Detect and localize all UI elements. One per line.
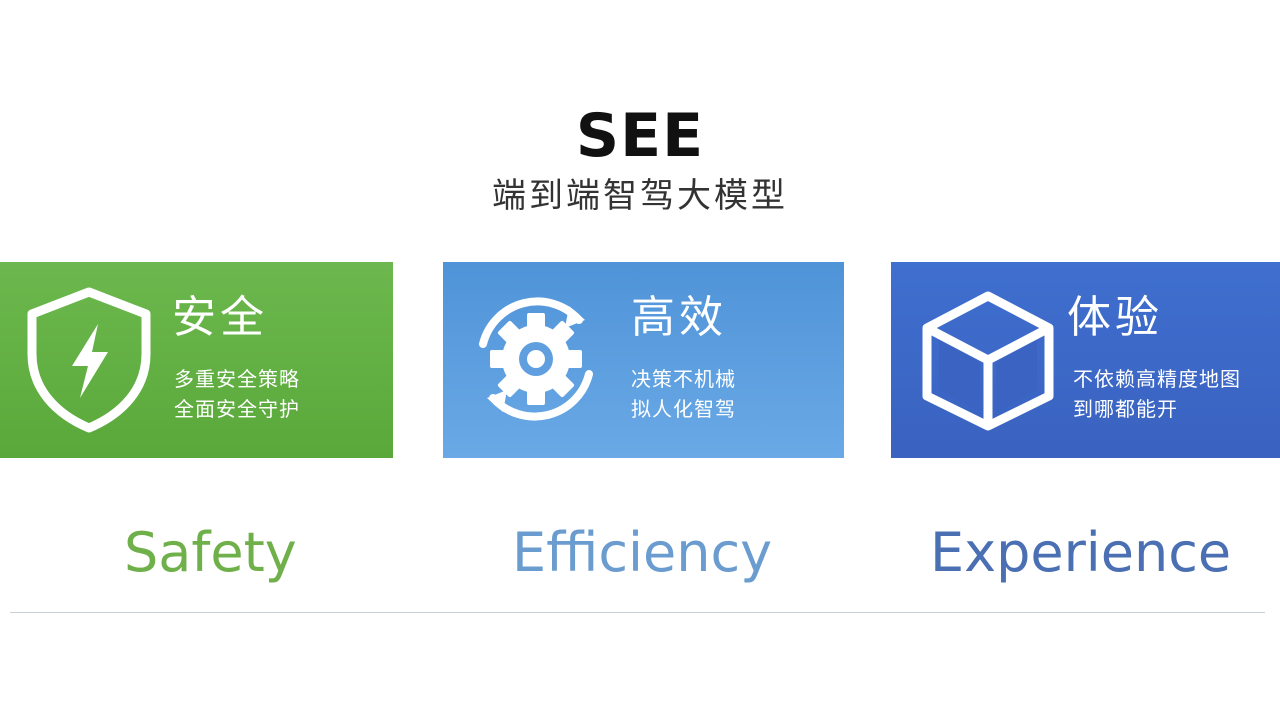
card-description-line: 拟人化智驾 <box>631 397 736 421</box>
card-title: 高效 <box>631 292 727 343</box>
card-safety: 安全 多重安全策略 全面安全守护 <box>0 262 393 458</box>
page-title: SEE <box>575 101 705 171</box>
label-efficiency: Efficiency <box>512 521 773 584</box>
card-description-line: 全面安全守护 <box>174 397 300 421</box>
card-efficiency: 高效 决策不机械 拟人化智驾 <box>443 262 844 458</box>
card-description-line: 多重安全策略 <box>174 367 300 391</box>
gear-cycle-icon <box>461 284 611 434</box>
card-description: 决策不机械 拟人化智驾 <box>631 364 736 424</box>
label-safety: Safety <box>124 521 297 584</box>
card-description-line: 决策不机械 <box>631 367 736 391</box>
card-description: 多重安全策略 全面安全守护 <box>174 364 300 424</box>
cube-icon <box>913 284 1063 434</box>
card-description: 不依赖高精度地图 到哪都能开 <box>1073 364 1241 424</box>
card-title: 安全 <box>172 292 268 343</box>
divider <box>10 612 1265 613</box>
card-description-line: 不依赖高精度地图 <box>1073 367 1241 391</box>
card-experience: 体验 不依赖高精度地图 到哪都能开 <box>891 262 1280 458</box>
card-title: 体验 <box>1067 292 1163 343</box>
card-description-line: 到哪都能开 <box>1073 397 1178 421</box>
page-subtitle: 端到端智驾大模型 <box>492 176 788 216</box>
label-experience: Experience <box>930 521 1232 584</box>
shield-lightning-icon <box>14 284 164 434</box>
